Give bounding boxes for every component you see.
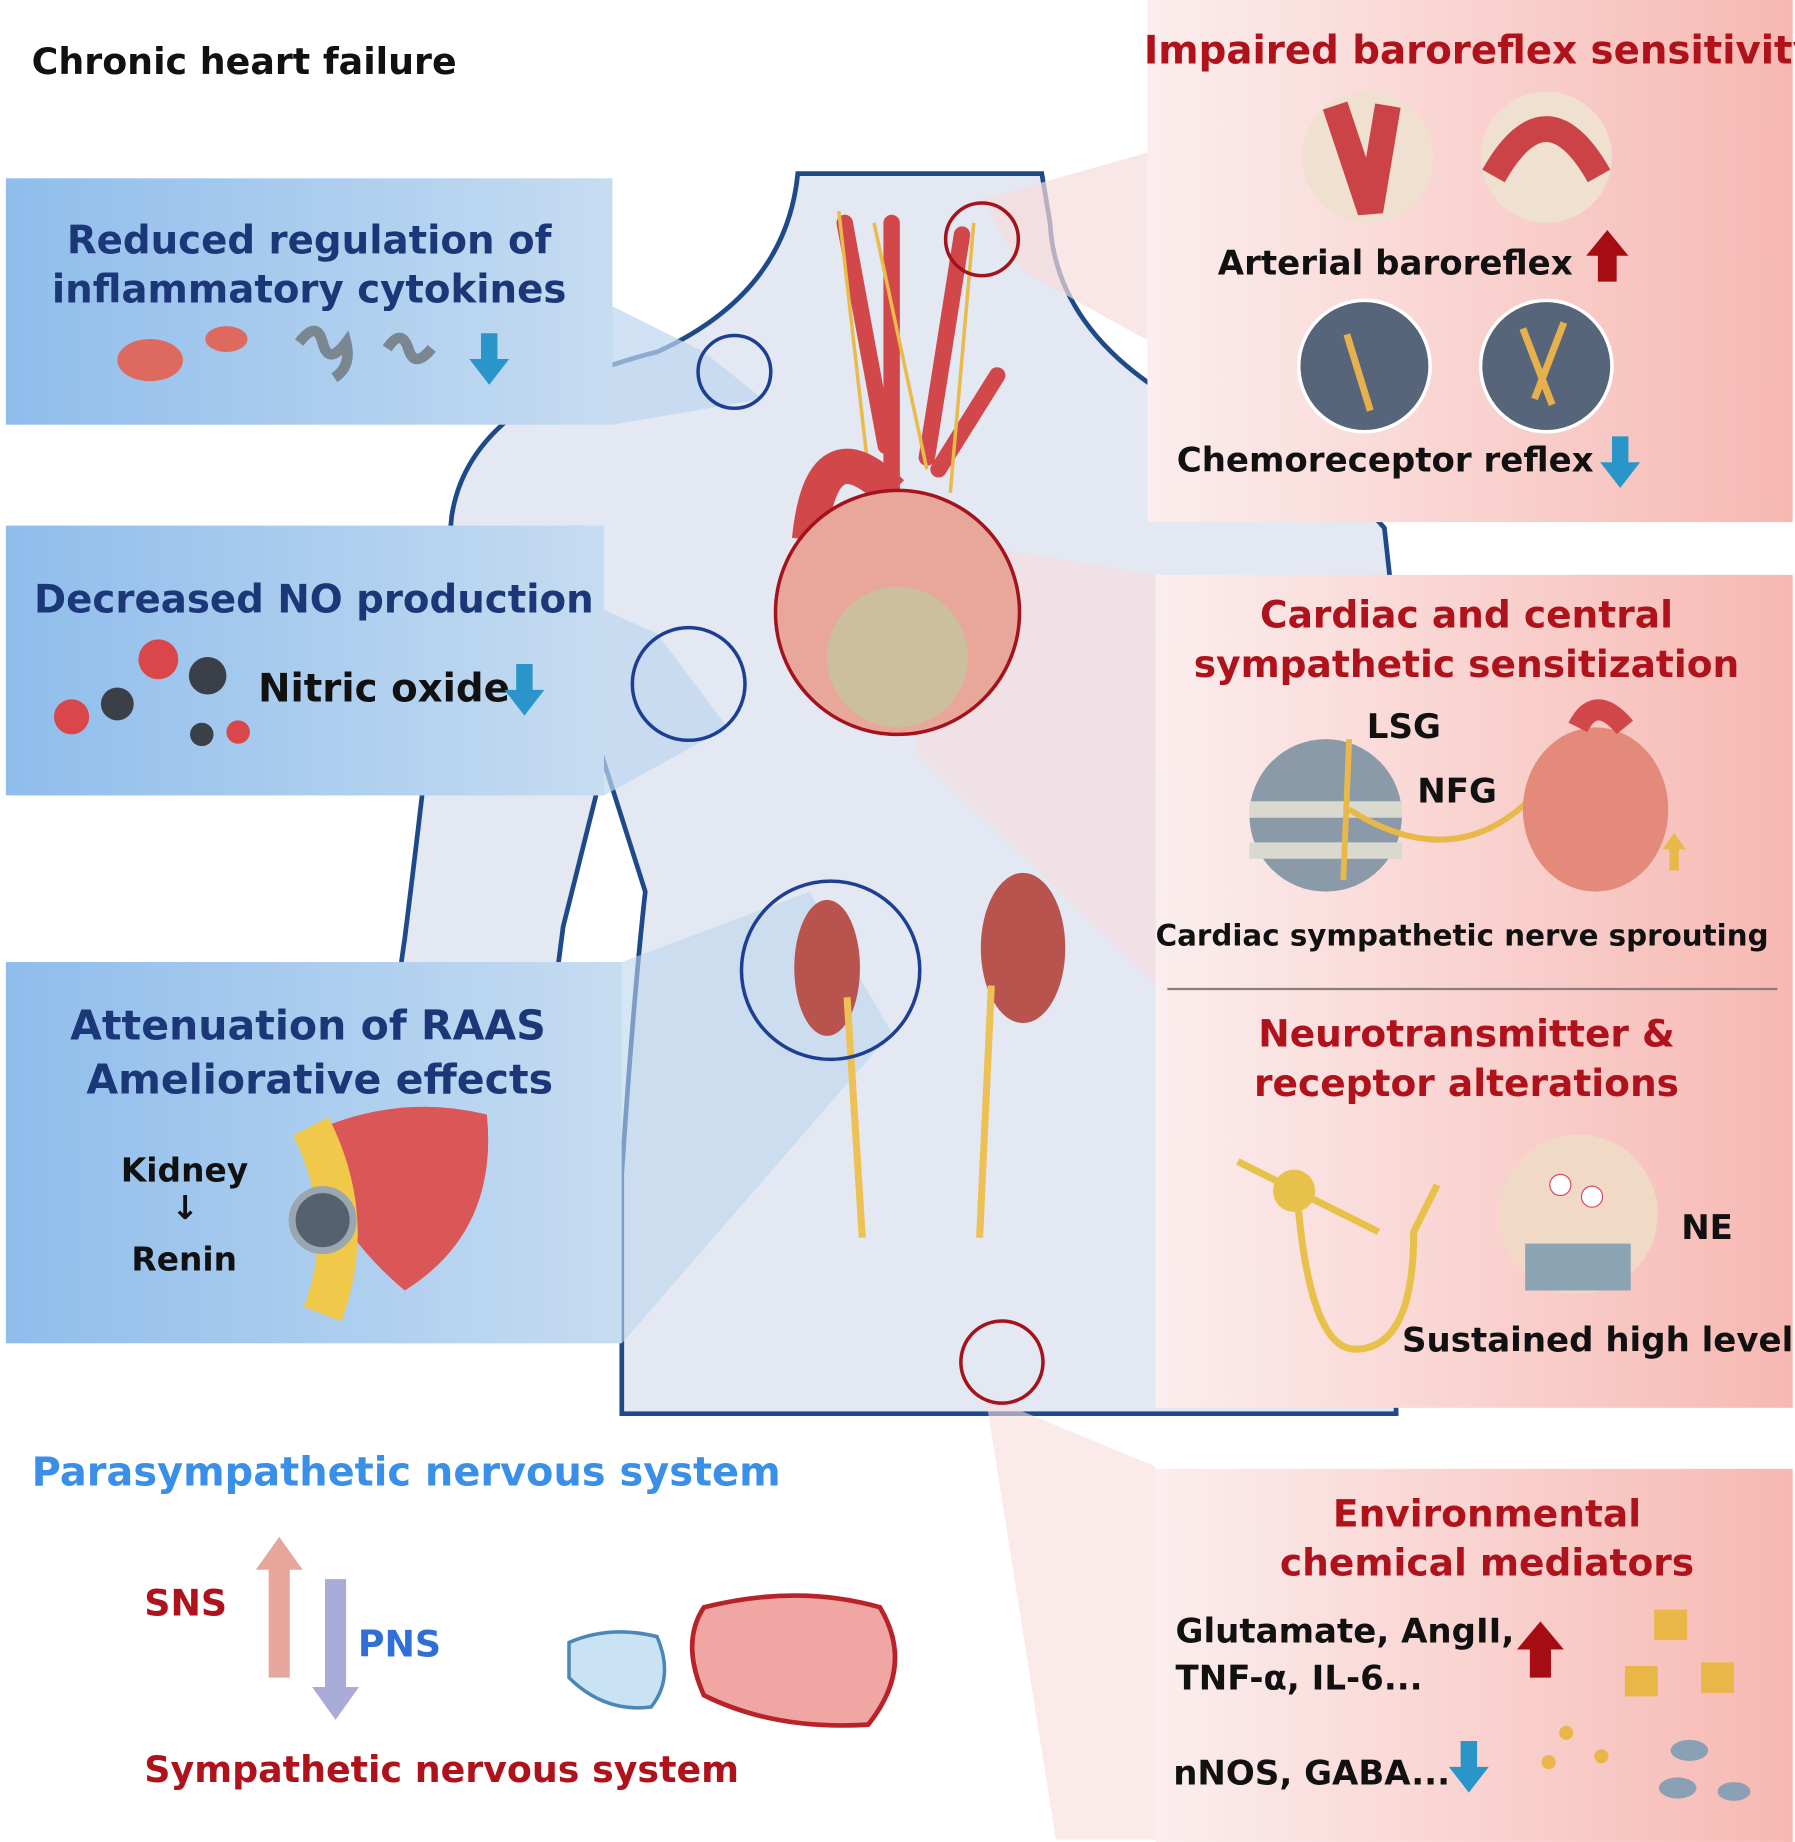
kidney-right-icon [980, 872, 1066, 1024]
molecule-block-icon [1654, 1609, 1688, 1641]
neuro-title-line1: Neurotransmitter & [1258, 1011, 1675, 1056]
cytokine-blob-icon [117, 339, 184, 382]
cytokines-title-line1: Reduced regulation of [66, 217, 552, 263]
kidney-to-renin-arrow: ↓ [171, 1188, 199, 1228]
environment-highlight-circle [959, 1319, 1045, 1405]
environment-panel: Environmental chemical mediators Glutama… [1155, 1468, 1793, 1842]
neuro-title-line2: receptor alterations [1253, 1060, 1680, 1106]
molecule-icon [100, 687, 134, 721]
ureter-icon [843, 985, 995, 1238]
down-arrow-icon [1600, 436, 1641, 489]
cytokine-blob-icon [205, 326, 248, 352]
raas-title-line1: Attenuation of RAAS [70, 1003, 546, 1051]
page-title: Chronic heart failure [31, 41, 457, 84]
cardiac-title-line1: Cardiac and central [1260, 592, 1673, 638]
sustained-high-level-caption: Sustained high level [1401, 1319, 1794, 1360]
baroreflex-panel: Impaired baroreflex sensitivity Arterial… [1143, 0, 1795, 523]
connector-no [604, 610, 728, 796]
cytokine-highlight-circle [696, 333, 773, 411]
connector-environment [985, 1396, 1156, 1840]
no-molecule-icons [53, 639, 545, 747]
raas-panel: Attenuation of RAAS Ameliorative effects… [5, 962, 622, 1344]
sns-label: SNS [144, 1582, 228, 1625]
cardiac-icons [1167, 699, 1778, 1353]
chemoreceptor-icon [1296, 298, 1432, 434]
nitric-oxide-label: Nitric oxide [258, 665, 510, 711]
cytokine-icons [117, 325, 510, 385]
cardiac-title-line2: sympathetic sensitization [1193, 641, 1740, 687]
heart-icon [1522, 727, 1669, 892]
pns-title: Parasympathetic nervous system [31, 1448, 781, 1496]
connector-baroreflex [983, 152, 1148, 341]
kidney-highlight-circle [739, 879, 922, 1062]
upregulated-mediators-line2: TNF-α, IL-6... [1175, 1657, 1423, 1698]
sns-title: Sympathetic nervous system [144, 1749, 740, 1792]
down-arrow-icon [1448, 1741, 1489, 1793]
up-arrow-icon [1586, 229, 1629, 282]
down-arrow-icon [504, 664, 545, 716]
kidney-label: Kidney [120, 1150, 249, 1190]
juxtaglomerular-icon [288, 1106, 489, 1321]
connector-cytokines [610, 305, 763, 425]
up-arrow-icon [1662, 832, 1686, 871]
down-arrow-icon [469, 333, 510, 385]
nerve-icon [837, 210, 976, 493]
up-arrow-icon [1516, 1621, 1564, 1678]
lsg-label: LSG [1366, 706, 1441, 747]
aortic-arch-icon [1480, 91, 1612, 223]
kidney-left-icon [794, 899, 860, 1036]
raas-title-line2: Ameliorative effects [86, 1057, 554, 1104]
no-panel: Decreased NO production Nitric oxide [5, 525, 605, 796]
arterial-baroreflex-label: Arterial baroreflex [1217, 242, 1573, 283]
pns-label: PNS [357, 1623, 442, 1666]
downregulated-mediators: nNOS, GABA... [1173, 1752, 1451, 1793]
ne-label: NE [1681, 1207, 1733, 1248]
cloud-icon [1670, 1739, 1709, 1761]
nfg-label: NFG [1417, 770, 1497, 811]
nerve-icon [1340, 738, 1545, 881]
mediator-icons [1448, 1609, 1751, 1801]
no-highlight-circle [630, 625, 747, 743]
sympathetic-panel: Cardiac and central sympathetic sensitiz… [1155, 574, 1794, 1408]
aortic-arch-icon [791, 448, 905, 542]
baroreflex-icons [1296, 91, 1641, 489]
baroreflex-title: Impaired baroreflex sensitivity [1143, 26, 1795, 73]
protein-coil-icon [382, 332, 436, 365]
renin-label: Renin [131, 1240, 238, 1279]
no-title: Decreased NO production [34, 576, 594, 622]
cytokines-panel: Reduced regulation of inflammatory cytok… [5, 178, 613, 425]
molecule-icon [226, 720, 250, 744]
upregulated-mediators-line1: Glutamate, AngII, [1175, 1610, 1515, 1651]
heart-highlight-circle [773, 488, 1022, 737]
protein-coil-icon [294, 325, 353, 383]
carotid-highlight-circle [943, 201, 1021, 278]
nerve-sprouting-caption: Cardiac sympathetic nerve sprouting [1155, 918, 1769, 953]
chemoreceptor-reflex-label: Chemoreceptor reflex [1176, 439, 1594, 480]
molecule-icon [188, 656, 227, 695]
cytokines-title-line2: inflammatory cytokines [51, 266, 567, 313]
environment-title-line1: Environmental [1332, 1491, 1642, 1536]
environment-title-line2: chemical mediators [1279, 1540, 1695, 1585]
artery-icon [836, 214, 1006, 501]
